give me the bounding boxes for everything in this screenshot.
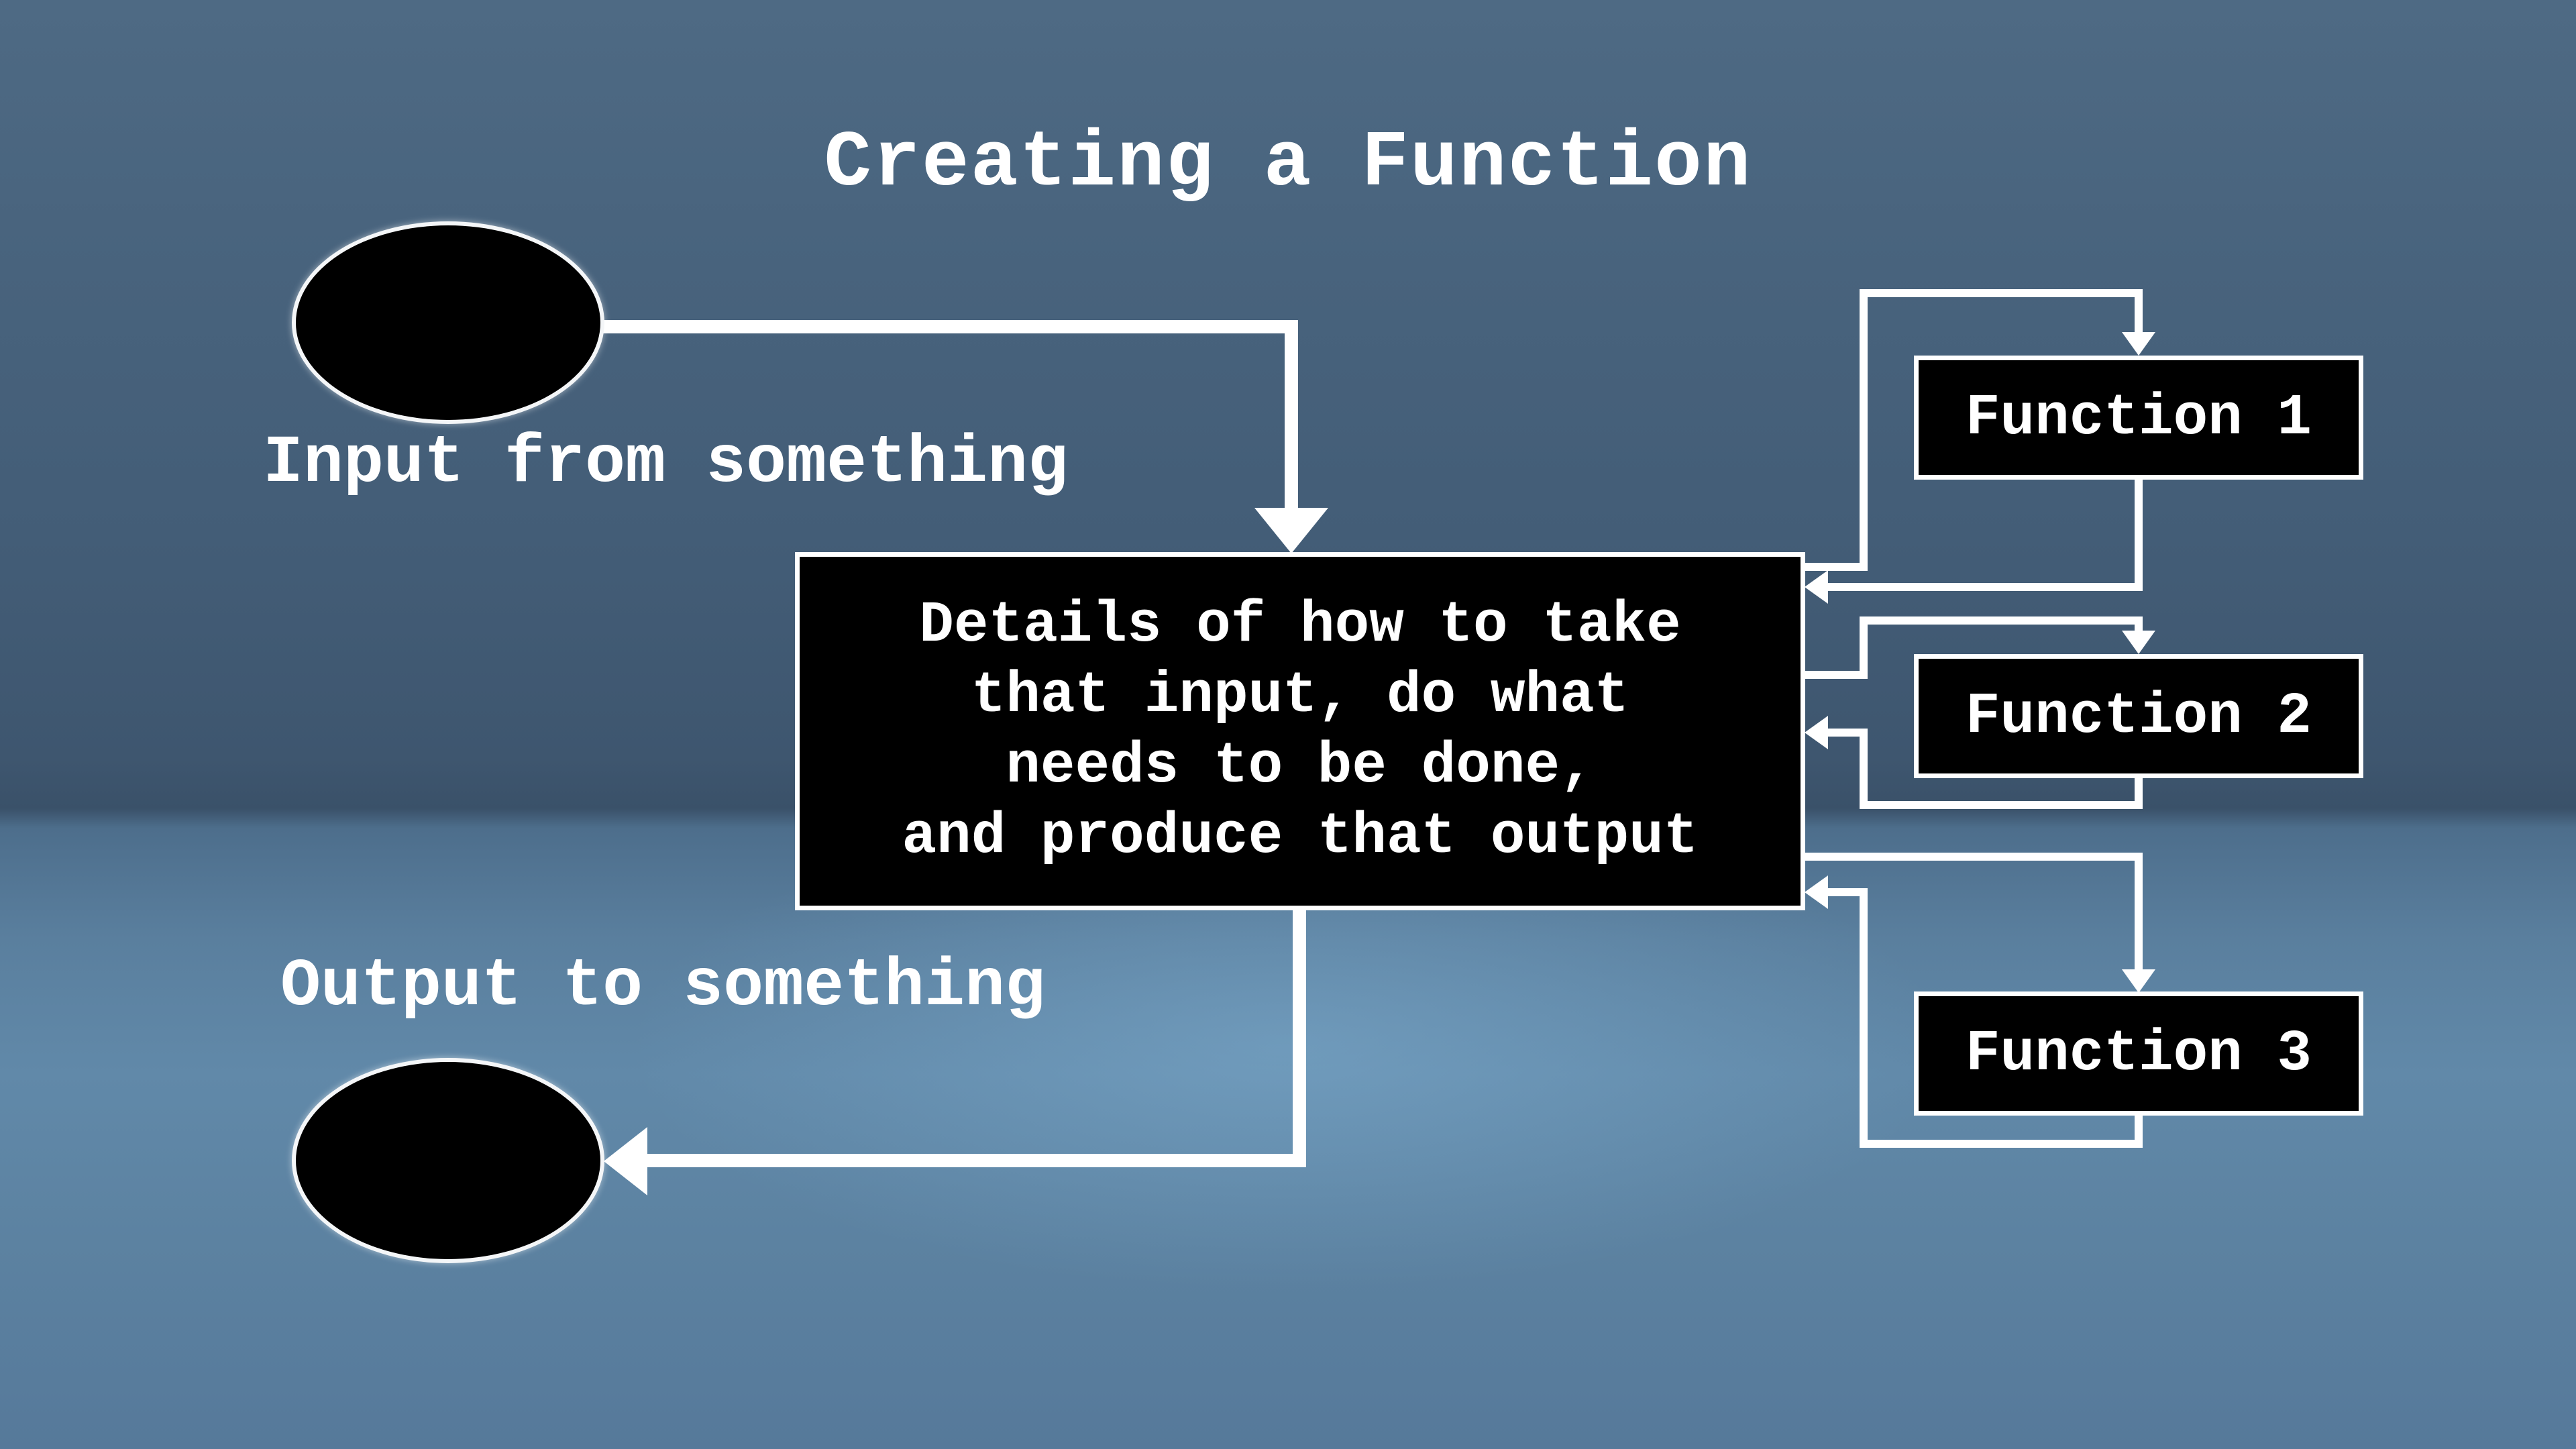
input-arrowhead-icon <box>1254 508 1328 553</box>
function-3-call-line <box>1805 853 2143 973</box>
function-3-box: Function 3 <box>1914 991 2363 1116</box>
function-3-call-arrowhead-icon <box>2122 969 2155 993</box>
function-body-box: Details of how to take that input, do wh… <box>795 552 1805 910</box>
function-3-label: Function 3 <box>1965 1020 2312 1087</box>
output-node <box>292 1058 604 1263</box>
diagram-title: Creating a Function <box>824 119 1752 209</box>
function-2-box: Function 2 <box>1914 654 2363 778</box>
function-1-box: Function 1 <box>1914 356 2363 480</box>
output-connector <box>644 909 1306 1167</box>
function-1-call-arrowhead-icon <box>2122 332 2155 356</box>
output-label: Output to something <box>280 949 1046 1025</box>
function-3-return-arrowhead-icon <box>1805 875 1828 909</box>
output-arrowhead-icon <box>604 1127 647 1195</box>
function-1-return-line <box>1825 478 2143 591</box>
function-1-return-arrowhead-icon <box>1805 570 1828 604</box>
function-2-label: Function 2 <box>1965 683 2312 749</box>
function-body-line-1: Details of how to take <box>919 592 1681 658</box>
function-body-line-3: needs to be done, <box>1006 733 1595 799</box>
input-node <box>292 221 604 424</box>
input-label: Input from something <box>263 426 1069 502</box>
function-body-line-4: and produce that output <box>902 804 1699 869</box>
function-body-line-2: that input, do what <box>971 663 1629 729</box>
function-2-call-arrowhead-icon <box>2122 631 2155 654</box>
function-1-label: Function 1 <box>1965 384 2312 451</box>
function-2-return-arrowhead-icon <box>1805 716 1828 749</box>
